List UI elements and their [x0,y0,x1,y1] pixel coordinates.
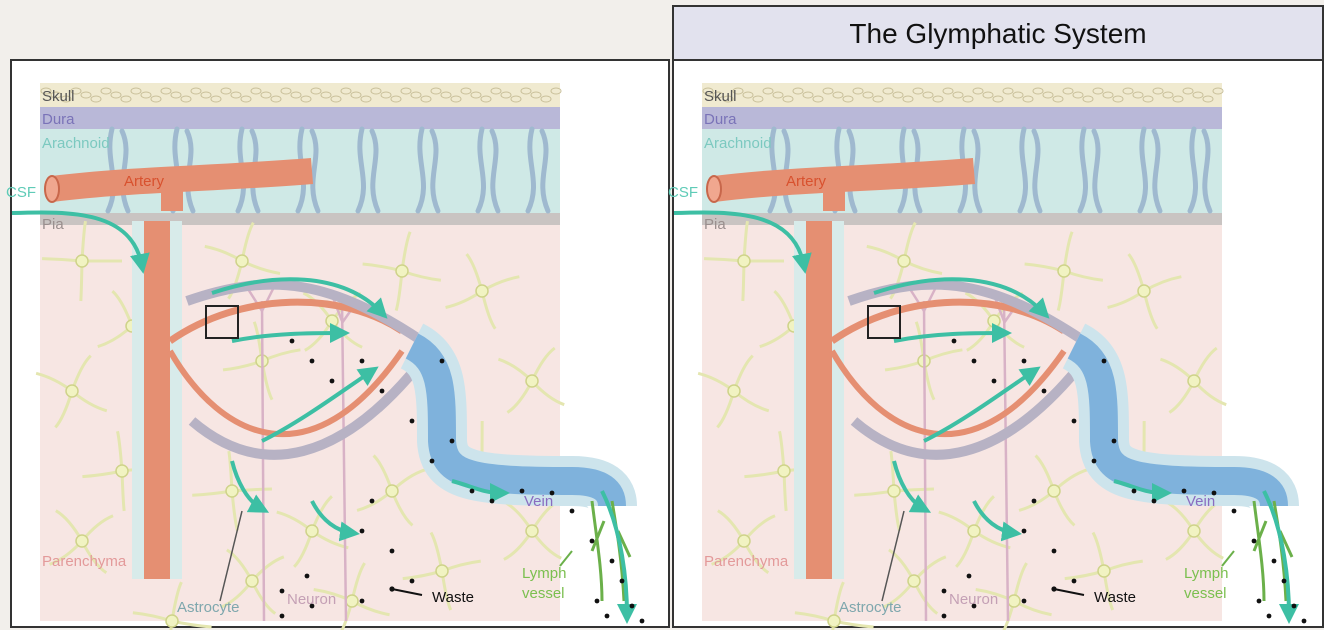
artery-label: Artery [786,173,826,190]
waste-legend-dot [1051,586,1056,591]
skull-layer [40,83,560,107]
astrocyte-cell [888,485,900,497]
astrocyte-cell [306,525,318,537]
astrocyte-cell [1188,525,1200,537]
diagram-title: The Glymphatic System [672,5,1324,60]
astrocyte-label: Astrocyte [839,599,902,616]
lymph-callout-line [560,551,572,566]
astrocyte-cell [1188,375,1200,387]
vein-label: Vein [524,493,553,510]
astrocyte-cell [116,465,128,477]
vein-label: Vein [1186,493,1215,510]
astrocyte-cell [346,595,358,607]
astrocyte-cell [436,565,448,577]
pia-layer [40,213,560,225]
parenchyma-label: Parenchyma [42,553,126,570]
astrocyte-label: Astrocyte [177,599,240,616]
dura-layer [702,107,1222,129]
pia-layer [702,213,1222,225]
astrocyte-cell [386,485,398,497]
astrocyte-cell [76,535,88,547]
astrocyte-cell [778,465,790,477]
lymph-label-line1: Lymph [522,565,566,582]
astrocyte-cell [828,615,840,627]
dura-label: Dura [704,111,737,128]
artery-horizontal [52,171,312,189]
astrocyte-cell [396,265,408,277]
astrocyte-cell [1048,485,1060,497]
dura-layer [40,107,560,129]
pia-label: Pia [42,216,64,233]
astrocyte-cell [76,255,88,267]
artery-lumen [707,176,721,202]
arachnoid-label: Arachnoid [704,135,772,152]
skull-layer [702,83,1222,107]
astrocyte-cell [1008,595,1020,607]
astrocyte-cell [226,485,238,497]
lymph-label-line2: vessel [522,585,565,602]
waste-label: Waste [432,589,474,606]
waste-legend-dot [389,586,394,591]
astrocyte-cell [908,575,920,587]
arachnoid-label: Arachnoid [42,135,110,152]
astrocyte-cell [526,525,538,537]
waste-label: Waste [1094,589,1136,606]
csf-label: CSF [668,184,698,201]
artery-lumen [45,176,59,202]
astrocyte-cell [476,285,488,297]
astrocyte-cell [326,315,338,327]
dura-label: Dura [42,111,75,128]
astrocyte-cell [246,575,258,587]
astrocyte-cell [66,385,78,397]
astrocyte-cell [988,315,1000,327]
artery-label: Artery [124,173,164,190]
lymph-label-line1: Lymph [1184,565,1228,582]
astrocyte-cell [738,535,750,547]
astrocyte-cell [1098,565,1110,577]
parenchyma-label: Parenchyma [704,553,788,570]
csf-label: CSF [6,184,36,201]
skull-label: Skull [42,88,75,105]
astrocyte-cell [728,385,740,397]
lymph-callout-line [1222,551,1234,566]
neuron-label: Neuron [287,591,336,608]
astrocyte-cell [968,525,980,537]
astrocyte-cell [1138,285,1150,297]
astrocyte-cell [898,255,910,267]
astrocyte-cell [738,255,750,267]
astrocyte-cell [166,615,178,627]
pia-label: Pia [704,216,726,233]
astrocyte-cell [526,375,538,387]
astrocyte-cell [236,255,248,267]
artery-horizontal [714,171,974,189]
skull-label: Skull [704,88,737,105]
lymph-label-line2: vessel [1184,585,1227,602]
astrocyte-cell [1058,265,1070,277]
neuron-label: Neuron [949,591,998,608]
